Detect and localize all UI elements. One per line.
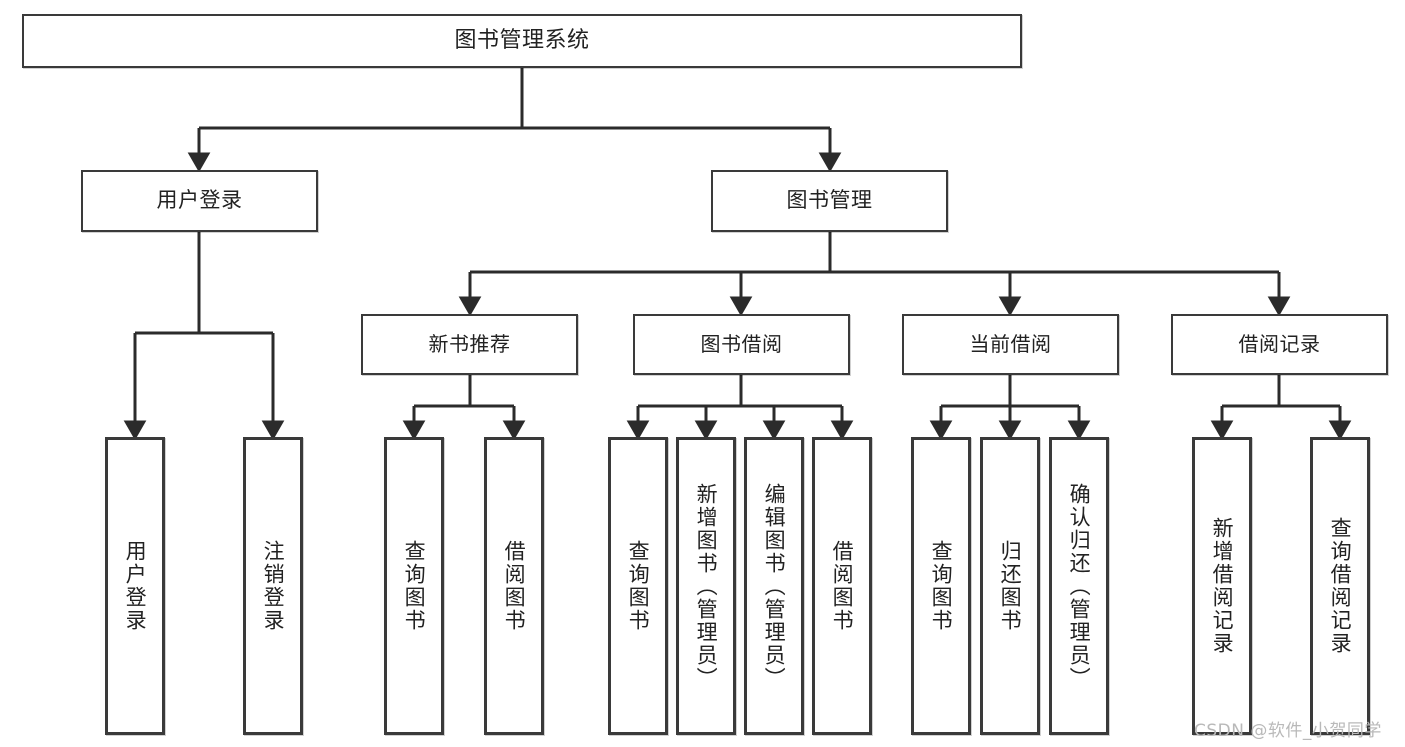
leaf-query-book-borrow[interactable]: 查询图书 [608, 437, 668, 735]
csdn-watermark: CSDN @软件_小贺同学 [1194, 721, 1382, 741]
node-label: 用户登录 [123, 540, 148, 632]
node-label: 新增图书（管理员） [694, 482, 719, 690]
node-borrow-record[interactable]: 借阅记录 [1171, 314, 1388, 375]
leaf-add-book-admin[interactable]: 新增图书（管理员） [676, 437, 736, 735]
node-label: 新增借阅记录 [1210, 517, 1235, 655]
leaf-borrow-book[interactable]: 借阅图书 [812, 437, 872, 735]
node-label: 新书推荐 [428, 332, 511, 357]
leaf-query-borrow-record[interactable]: 查询借阅记录 [1310, 437, 1370, 735]
node-label: 查询图书 [402, 540, 427, 632]
node-new-book-recommend[interactable]: 新书推荐 [361, 314, 578, 375]
node-label: 用户登录 [156, 188, 243, 213]
leaf-user-login[interactable]: 用户登录 [105, 437, 165, 735]
node-label: 查询图书 [929, 540, 954, 632]
node-label: 编辑图书（管理员） [762, 482, 787, 690]
node-label: 图书管理系统 [454, 27, 590, 53]
node-label: 当前借阅 [969, 332, 1052, 357]
leaf-return-book[interactable]: 归还图书 [980, 437, 1040, 735]
leaf-add-borrow-record[interactable]: 新增借阅记录 [1192, 437, 1252, 735]
leaf-query-book-current[interactable]: 查询图书 [911, 437, 971, 735]
node-label: 图书管理 [786, 188, 873, 213]
node-label: 确认归还（管理员） [1067, 482, 1092, 690]
node-label: 借阅记录 [1238, 332, 1321, 357]
node-book-borrow[interactable]: 图书借阅 [633, 314, 850, 375]
node-label: 借阅图书 [830, 540, 855, 632]
node-label: 图书借阅 [700, 332, 783, 357]
node-label: 查询借阅记录 [1328, 517, 1353, 655]
leaf-borrow-book-new[interactable]: 借阅图书 [484, 437, 544, 735]
node-current-borrow[interactable]: 当前借阅 [902, 314, 1119, 375]
leaf-confirm-return-admin[interactable]: 确认归还（管理员） [1049, 437, 1109, 735]
node-label: 注销登录 [261, 540, 286, 632]
node-label: 归还图书 [998, 540, 1023, 632]
node-book-management[interactable]: 图书管理 [711, 170, 948, 232]
leaf-query-book-new[interactable]: 查询图书 [384, 437, 444, 735]
node-label: 查询图书 [626, 540, 651, 632]
node-label: 借阅图书 [502, 540, 527, 632]
node-root-system[interactable]: 图书管理系统 [22, 14, 1022, 68]
leaf-edit-book-admin[interactable]: 编辑图书（管理员） [744, 437, 804, 735]
leaf-logout[interactable]: 注销登录 [243, 437, 303, 735]
node-user-login[interactable]: 用户登录 [81, 170, 318, 232]
